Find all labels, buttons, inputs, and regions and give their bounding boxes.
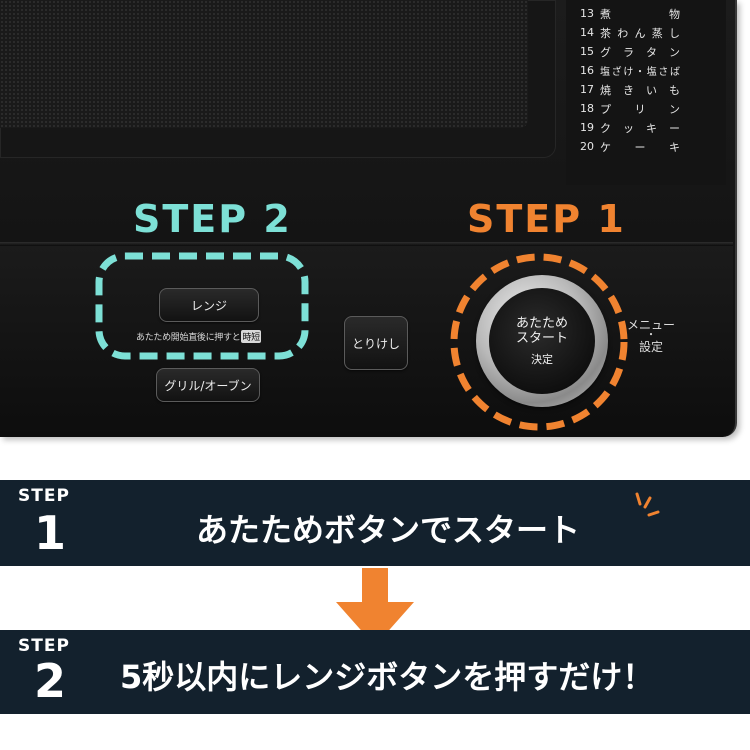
menu-panel xyxy=(566,0,726,185)
step1-text: あたためボタンでスタート xyxy=(196,511,581,549)
highlight-overlay xyxy=(95,252,628,431)
step2-word: STEP xyxy=(18,636,70,656)
step2-banner: STEP 2 5秒以内にレンジボタンを押すだけ！ xyxy=(0,630,750,714)
sparkle-icon xyxy=(635,492,660,517)
range-button[interactable]: レンジ xyxy=(159,288,259,322)
start-dial-button[interactable]: あたため スタート 決定 xyxy=(489,288,595,394)
step1-highlight-ring xyxy=(450,253,628,431)
shortcut-tag: 時短 xyxy=(241,330,261,343)
grill-oven-button[interactable]: グリル/オーブン xyxy=(156,368,260,402)
step1-photo-label: STEP 1 xyxy=(467,197,626,241)
step1-number: 1 xyxy=(34,506,67,560)
step2-highlight-frame xyxy=(95,252,309,360)
range-caption: あたため開始直後に押すと時短 xyxy=(136,330,286,343)
menu-setting-label: メニュー ・ 設定 xyxy=(626,318,675,354)
step2-photo-label: STEP 2 xyxy=(133,197,292,241)
step2-number: 2 xyxy=(34,654,67,708)
cancel-button[interactable]: とりけし xyxy=(344,316,408,370)
panel-divider xyxy=(0,242,733,246)
step1-banner: STEP 1 あたためボタンでスタート xyxy=(0,480,750,566)
step1-word: STEP xyxy=(18,486,70,506)
step2-text: 5秒以内にレンジボタンを押すだけ！ xyxy=(120,658,655,696)
arrow-down-icon xyxy=(336,568,414,646)
door-window xyxy=(0,0,528,128)
